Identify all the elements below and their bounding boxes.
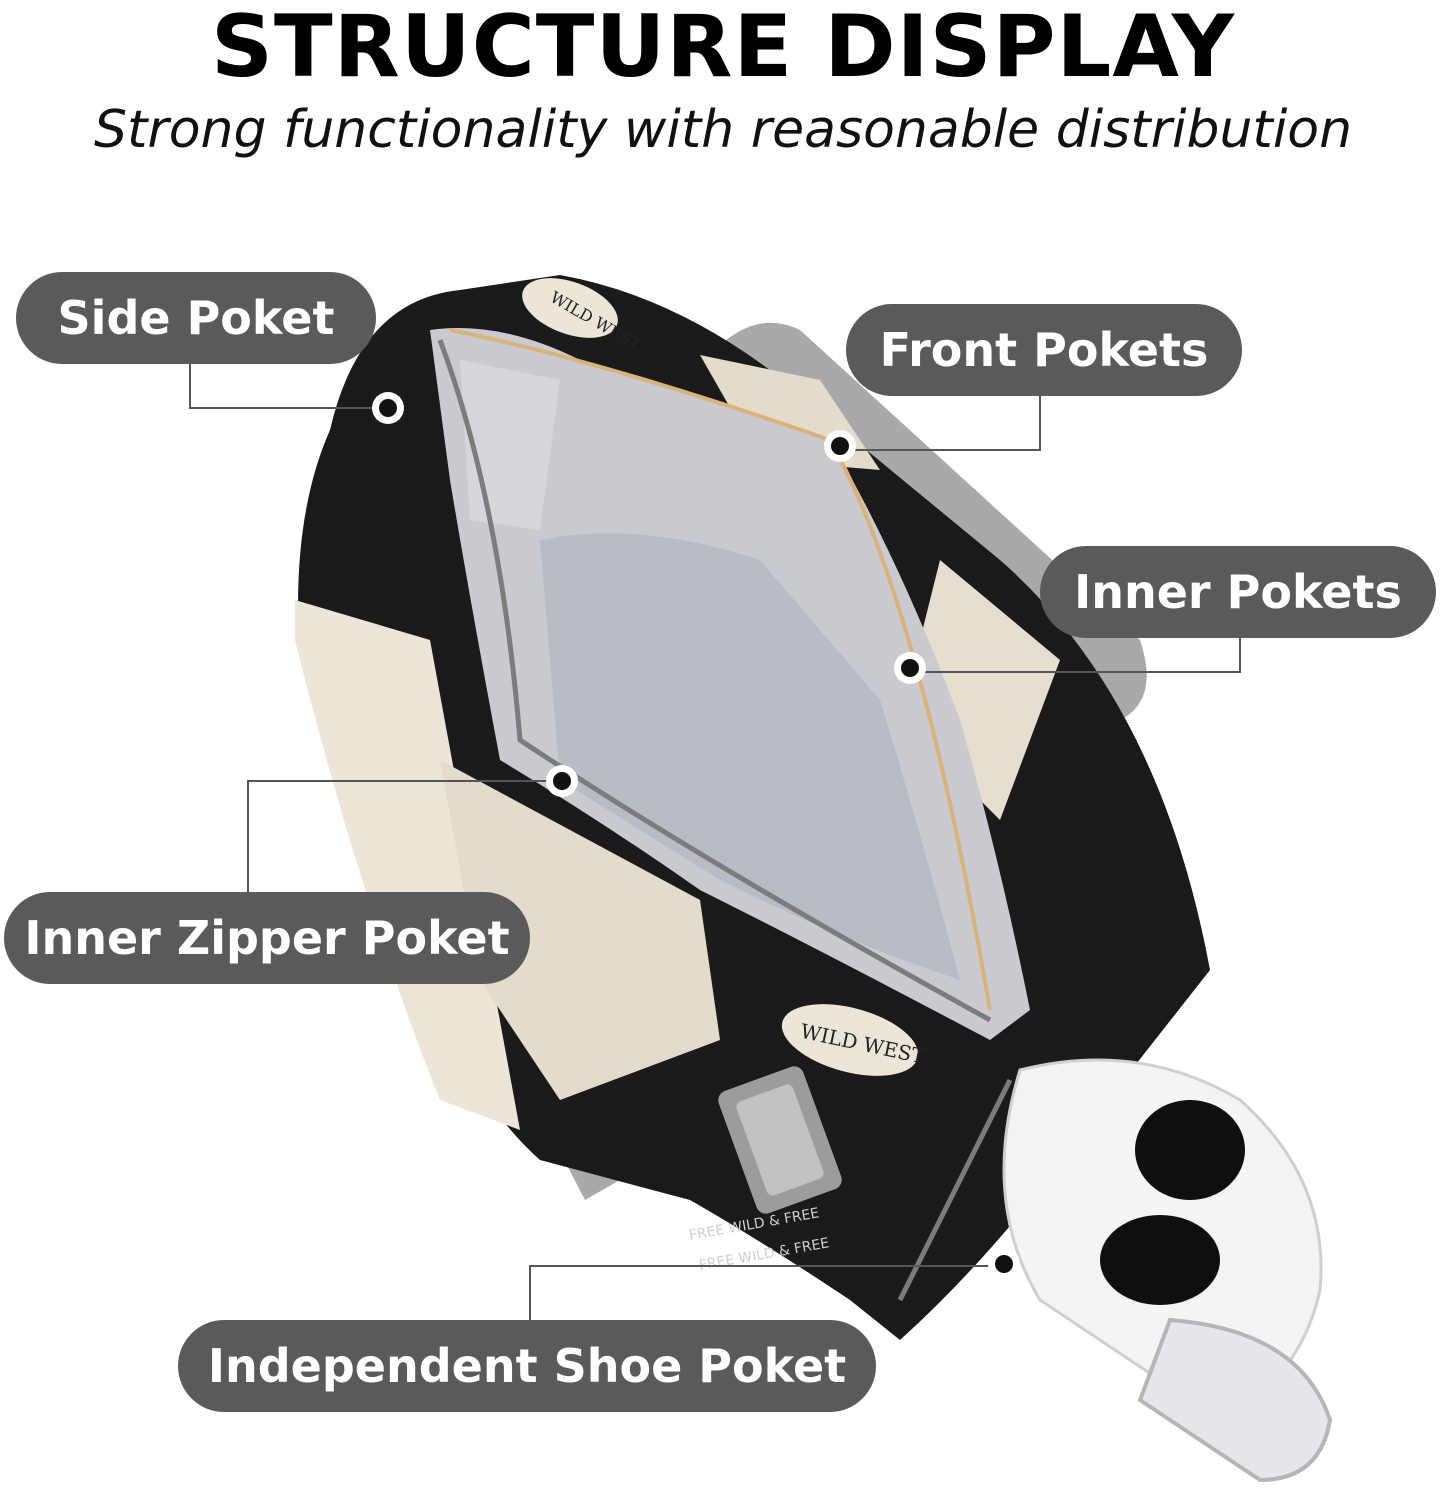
callout-inner-zipper-pocket: Inner Zipper Poket [4,892,530,984]
callout-inner-pockets: Inner Pokets [1040,546,1436,638]
callout-shoe-pocket: Independent Shoe Poket [178,1320,876,1412]
callout-front-pockets: Front Pokets [846,304,1242,396]
callout-side-pocket: Side Poket [16,272,376,364]
page-subtitle: Strong functionality with reasonable dis… [93,100,1353,160]
leader-shoe [529,1265,1004,1320]
leader-zip [247,780,562,892]
leader-side [189,364,388,409]
page-title: STRUCTURE DISPLAY [211,0,1235,97]
leader-front [842,396,1041,451]
leader-inner [910,638,1241,673]
